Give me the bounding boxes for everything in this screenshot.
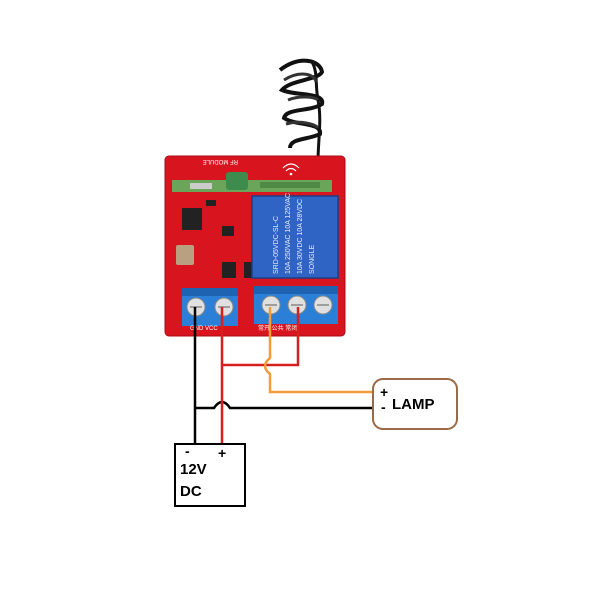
wire-lamp-plus (263, 307, 372, 394)
supply-type: DC (180, 483, 202, 500)
module-top-label: RF MODULE (203, 158, 238, 164)
relay-rating-line: 10A 250VAC 10A 125VAC (285, 193, 292, 274)
wifi-signal-icon (282, 163, 300, 176)
power-supply-box: - + 12V DC (174, 443, 246, 507)
lamp-plus-sign: + (380, 384, 388, 400)
supply-voltage: 12V (180, 461, 207, 478)
lamp-label: LAMP (392, 396, 435, 413)
supply-minus-sign: - (185, 443, 190, 459)
lamp-minus-sign: - (381, 399, 386, 415)
supply-plus-sign: + (218, 445, 226, 461)
relay-brand: SONGLE (309, 244, 316, 274)
relay-icon: SRD-05VDC-SL-C 10A 250VAC 10A 125VAC 10A… (251, 193, 339, 279)
antenna-coil-icon (278, 58, 325, 163)
lamp-box: + - LAMP (372, 378, 458, 430)
relay-model-line: SRD-05VDC-SL-C (273, 216, 280, 274)
relay-rating-line: 10A 30VDC 10A 28VDC (297, 199, 304, 274)
rf-relay-module: RF MODULE SRD-05VDC-SL-C 10A 250VAC (164, 155, 346, 337)
screw-terminal-icon (182, 288, 238, 326)
rf-receiver-board (172, 172, 332, 192)
screw-terminal-icon (254, 286, 338, 324)
ic-chip (182, 208, 202, 230)
wire-vcc-common (222, 307, 300, 367)
wiring (193, 307, 372, 444)
relay-terminal-label: 常开 公共 常闭 (258, 324, 297, 332)
buzzer (176, 245, 194, 265)
power-terminal-label: GND VCC (190, 326, 218, 332)
